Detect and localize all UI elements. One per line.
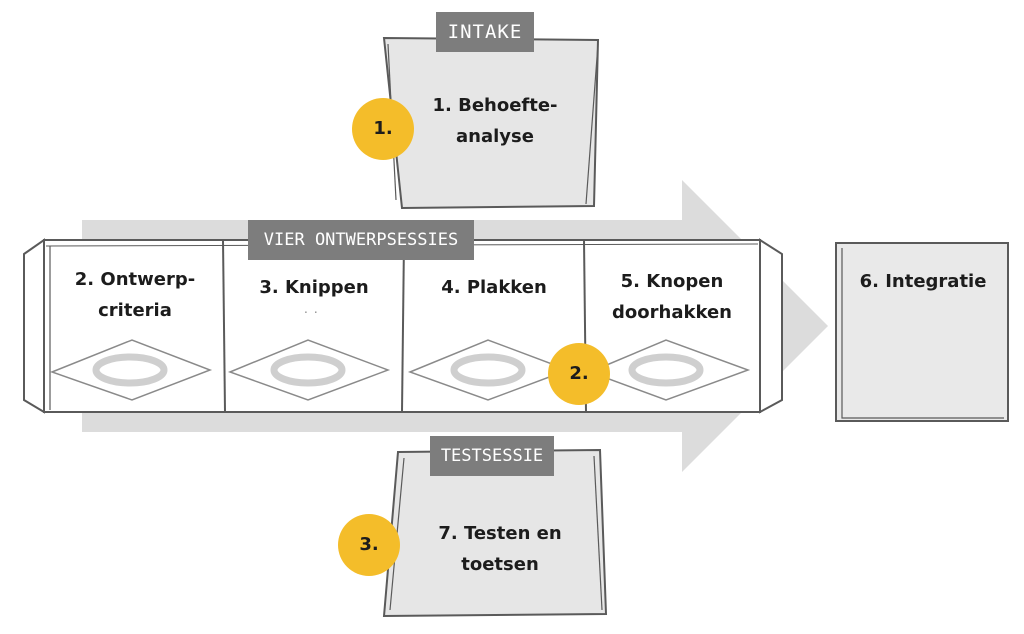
diamond-cycle-icon (227, 339, 391, 401)
step-cutting: 3. Knippen (226, 272, 402, 303)
step-label-line: 4. Plakken (441, 277, 547, 298)
step-testing: 7. Testen en toetsen (410, 518, 590, 580)
design-sessions-tag: VIER ONTWERPSESSIES (248, 220, 474, 260)
test-session-tag: TESTSESSIE (430, 436, 554, 476)
step-badge-3: 3. (338, 514, 400, 576)
intake-tag: INTAKE (436, 12, 534, 52)
step-badge-1: 1. (352, 98, 414, 160)
step-label-line: 5. Knopen (620, 271, 724, 292)
diamond-cycle-icon (587, 339, 751, 401)
step-badge-2: 2. (548, 343, 610, 405)
dots-decoration: .. (304, 302, 324, 316)
step-integration: 6. Integratie (840, 266, 1006, 297)
step-label-line: criteria (98, 300, 172, 321)
step-decisions: 5. Knopen doorhakken (588, 266, 756, 328)
step-pasting: 4. Plakken (406, 272, 582, 303)
step-needs-analysis: 1. Behoefte- analyse (410, 90, 580, 152)
step-label-line: 1. Behoefte- (432, 95, 558, 116)
design-sessions-band (23, 238, 783, 414)
integration-box (835, 242, 1009, 422)
step-design-criteria: 2. Ontwerp- criteria (52, 264, 218, 326)
step-label-line: toetsen (461, 554, 539, 575)
step-label-line: doorhakken (612, 302, 732, 323)
diamond-cycle-icon (49, 339, 213, 401)
step-label-line: 3. Knippen (259, 277, 369, 298)
step-label-line: analyse (456, 126, 534, 147)
step-label-line: 2. Ontwerp- (74, 269, 196, 290)
step-label-line: 6. Integratie (859, 271, 987, 292)
step-label-line: 7. Testen en (438, 523, 562, 544)
